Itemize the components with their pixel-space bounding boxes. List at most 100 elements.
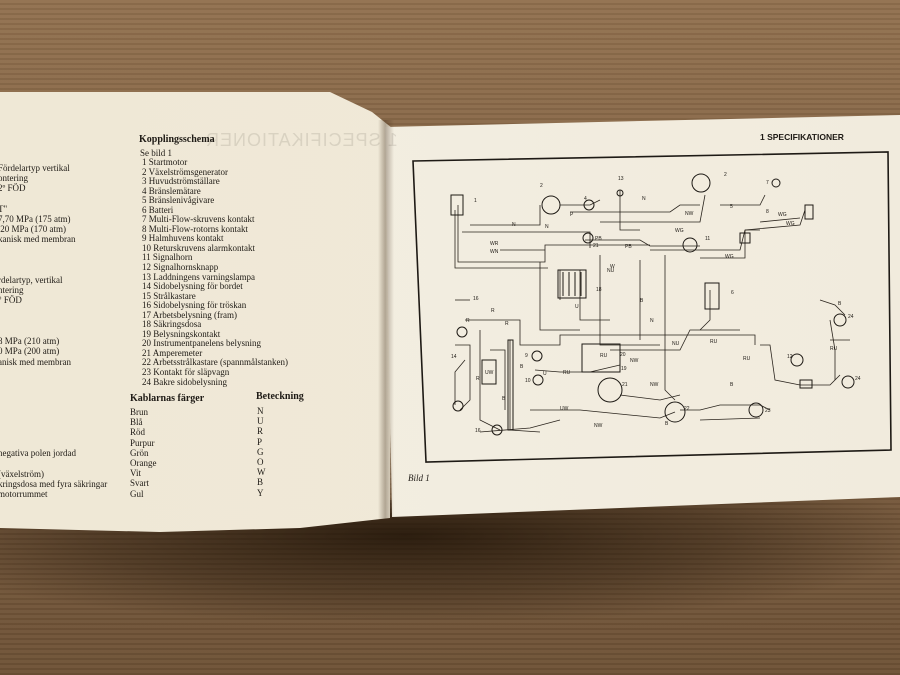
figure-reference: Se bild 1 [140, 148, 173, 158]
cable-color-name: Gul [130, 488, 144, 499]
svg-text:14: 14 [451, 354, 457, 360]
component-list-item: 7 Multi-Flow-skruvens kontakt [142, 214, 255, 225]
left-edge-fragment: kringsdosa med fyra säkringar [0, 478, 108, 489]
left-edge-fragment: ontering [0, 173, 28, 184]
svg-text:13: 13 [618, 176, 624, 182]
svg-text:11: 11 [705, 236, 710, 242]
svg-text:B: B [665, 421, 669, 427]
component-list-item: 21 Amperemeter [142, 347, 203, 358]
cable-color-name: Brun [130, 407, 148, 417]
svg-text:PB: PB [595, 236, 602, 242]
left-edge-fragment: motorrummet [0, 489, 48, 499]
svg-text:WR: WR [490, 241, 499, 247]
svg-text:WN: WN [490, 249, 499, 255]
relay-symbol [481, 359, 497, 385]
cable-color-code: P [257, 436, 263, 447]
component-list-item: 17 Arbetsbelysning (fram) [142, 309, 237, 320]
svg-text:B: B [502, 396, 506, 402]
cable-color-name: Grön [130, 447, 149, 458]
svg-text:NU: NU [672, 341, 680, 347]
svg-text:2: 2 [724, 172, 727, 178]
svg-text:N: N [650, 318, 654, 324]
instrument-light-symbol [597, 377, 623, 403]
svg-text:B: B [520, 364, 524, 370]
cable-color-code: R [257, 426, 264, 437]
left-edge-fragment: ,20 MPa (170 atm) [0, 224, 66, 235]
lamp-bar-symbol [507, 339, 514, 431]
svg-text:RU: RU [600, 353, 608, 359]
alternator-symbol [691, 173, 711, 193]
component-list-item: 12 Signalhornsknapp [142, 262, 219, 273]
svg-text:24: 24 [855, 376, 861, 382]
component-list-item: 23 Kontakt för släpvagn [142, 367, 230, 378]
cable-color-code: G [257, 446, 264, 457]
left-edge-fragment: Fördelartyp vertikal [0, 163, 70, 173]
cable-color-name: Vit [130, 468, 141, 479]
left-edge-fragment: kanisk med membran [0, 234, 76, 245]
work-light-symbol [664, 401, 686, 423]
cable-color-code: W [257, 467, 266, 478]
svg-text:U: U [543, 371, 547, 377]
left-edge-fragment: (växelström) [0, 468, 44, 479]
rear-light-symbol [790, 353, 804, 367]
svg-text:B: B [838, 301, 842, 307]
svg-text:U: U [575, 304, 579, 310]
svg-text:B: B [640, 298, 644, 304]
svg-text:WG: WG [786, 221, 795, 227]
diagram-frame [412, 151, 892, 463]
svg-text:UW: UW [560, 406, 569, 412]
left-edge-fragment: negativa polen jordad [0, 448, 76, 459]
svg-text:6: 6 [731, 290, 734, 296]
svg-text:UW: UW [485, 370, 494, 376]
horn-symbol [682, 237, 698, 253]
svg-text:RU: RU [563, 370, 571, 376]
svg-text:21: 21 [622, 382, 628, 388]
book-gutter [378, 120, 394, 520]
svg-text:23: 23 [765, 408, 771, 414]
headlight-symbol [456, 326, 468, 338]
cable-color-name: Svart [130, 478, 149, 489]
side-light-symbol [833, 313, 847, 327]
svg-text:PB: PB [625, 244, 632, 250]
left-edge-fragment: 0 MPa (200 atm) [0, 346, 60, 357]
component-list-item: 24 Bakre sidobelysning [142, 376, 227, 387]
svg-text:18: 18 [596, 287, 602, 293]
cable-color-name: Röd [130, 427, 146, 438]
switch-7-symbol [804, 204, 814, 220]
component-list-item: 22 Arbetsstrålkastare (spannmålstanken) [142, 357, 288, 368]
svg-text:NW: NW [630, 358, 639, 364]
cable-color-code: Y [257, 487, 264, 498]
left-edge-fragment: T" [0, 203, 8, 214]
headlight-symbol-2 [452, 400, 464, 412]
svg-text:21: 21 [593, 243, 599, 249]
svg-text:9: 9 [525, 353, 528, 359]
connector-symbol [739, 232, 751, 244]
svg-text:WG: WG [725, 254, 734, 260]
left-edge-fragment: 7,70 MPa (175 atm) [0, 213, 71, 224]
starter-motor-symbol [541, 195, 561, 215]
cable-color-name: Blå [130, 417, 143, 428]
svg-text:R: R [505, 321, 509, 327]
svg-text:16: 16 [475, 428, 481, 434]
cable-color-code: B [257, 477, 264, 488]
components [450, 173, 855, 436]
svg-text:RU: RU [710, 339, 718, 345]
svg-text:N: N [642, 196, 646, 202]
svg-text:P: P [570, 212, 574, 218]
svg-text:W: W [610, 264, 615, 270]
svg-text:NU: NU [607, 268, 615, 274]
side-light-left-symbol [531, 350, 543, 362]
svg-text:N: N [545, 224, 549, 230]
svg-text:NW: NW [685, 211, 694, 217]
component-list-item: 15 Strålkastare [142, 290, 196, 301]
switch-8-symbol [771, 178, 781, 188]
cable-color-name: Purpur [130, 437, 155, 448]
ammeter-symbol [582, 232, 594, 244]
trailer-socket-symbol [748, 402, 764, 418]
fuse-box-symbol [557, 269, 587, 299]
